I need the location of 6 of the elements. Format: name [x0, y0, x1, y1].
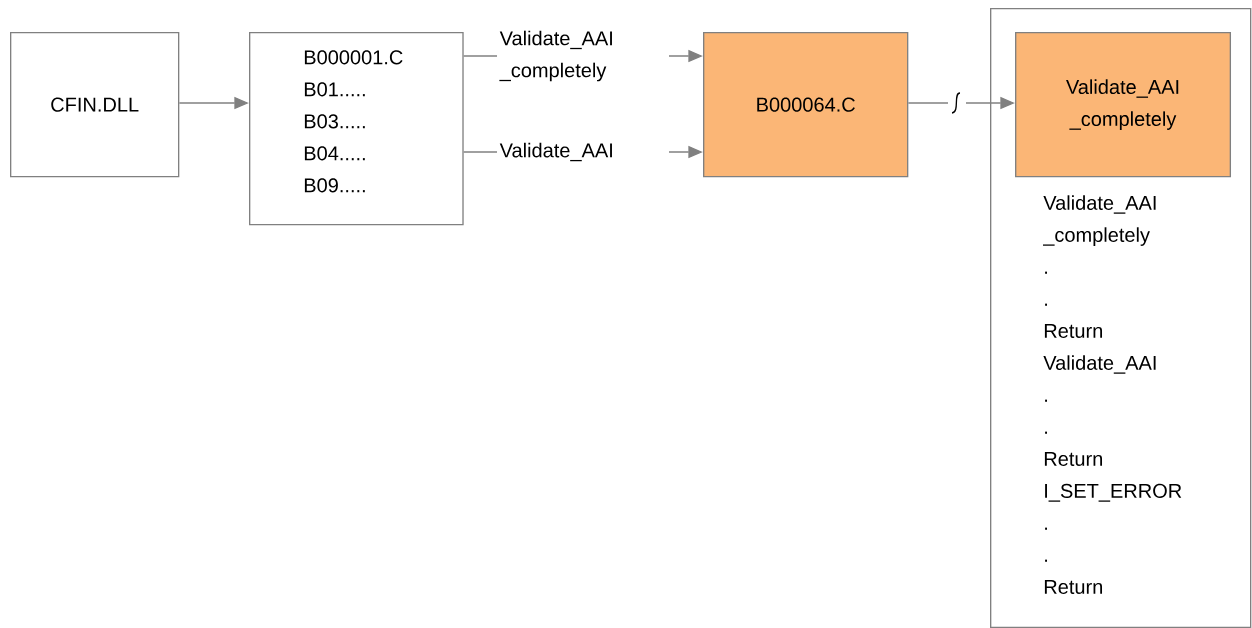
process-box: Validate_AAI _completely	[1015, 32, 1231, 178]
edge-label: Validate_AAI	[497, 140, 669, 164]
file-list-box: B000001.C B01..... B03..... B04..... B09.....	[249, 32, 464, 226]
edge-label: Validate_AAI _completely	[497, 28, 669, 84]
process-box: B000064.C	[703, 32, 909, 178]
process-box: CFIN.DLL	[10, 32, 180, 178]
